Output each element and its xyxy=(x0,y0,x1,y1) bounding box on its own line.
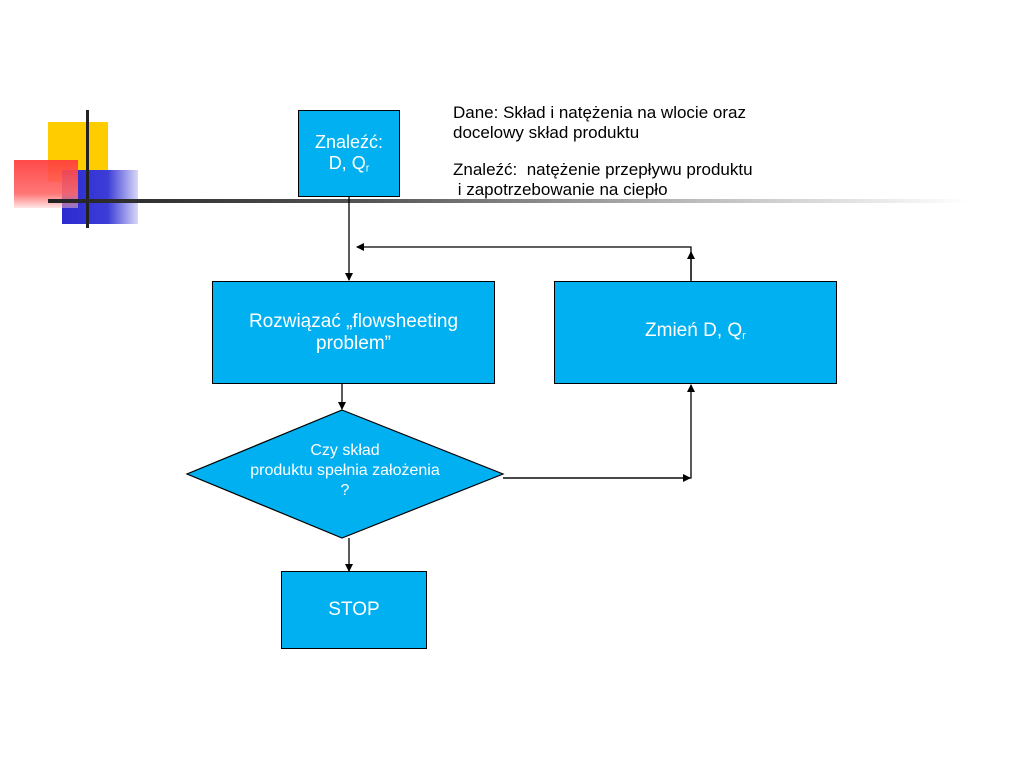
change-box-label: Zmień D, Qr xyxy=(645,320,746,342)
solve-box-line2: problem” xyxy=(316,332,391,354)
deco-horizontal-line xyxy=(48,199,968,203)
deco-vertical-line xyxy=(86,110,89,228)
find-box-line1: Znaleźć: xyxy=(314,132,384,153)
decision-diamond xyxy=(185,409,505,539)
arrow-decision-to-change xyxy=(503,384,695,479)
change-box: Zmień D, Qr xyxy=(554,281,837,384)
find-note-line2: i zapotrzebowanie na ciepło xyxy=(453,180,668,199)
decision-line1: Czy skład xyxy=(310,442,380,459)
find-box: Znaleźć: D, Qr xyxy=(298,110,400,197)
stop-box: STOP xyxy=(281,571,427,649)
given-note-line2: docelowy skład produktu xyxy=(453,123,640,142)
solve-box: Rozwiązać „flowsheeting problem” xyxy=(212,281,495,384)
find-box-line2: D, Qr xyxy=(328,152,370,175)
decision-line2: produktu spełnia założenia xyxy=(250,462,440,479)
stop-label: STOP xyxy=(328,599,380,620)
given-note: Dane: Skład i natężenia na wlocie oraz d… xyxy=(453,103,746,143)
find-note-line1: Znaleźć: natężenie przepływu produktu xyxy=(453,160,753,179)
decision-line3: ? xyxy=(340,482,350,499)
decision-text: Czy skład produktu spełnia założenia ? xyxy=(190,441,500,501)
arrow-loop-back xyxy=(356,243,692,280)
given-note-line1: Dane: Skład i natężenia na wlocie oraz xyxy=(453,103,746,122)
solve-box-line1: Rozwiązać „flowsheeting xyxy=(248,311,459,332)
find-note: Znaleźć: natężenie przepływu produktu i … xyxy=(453,160,753,200)
